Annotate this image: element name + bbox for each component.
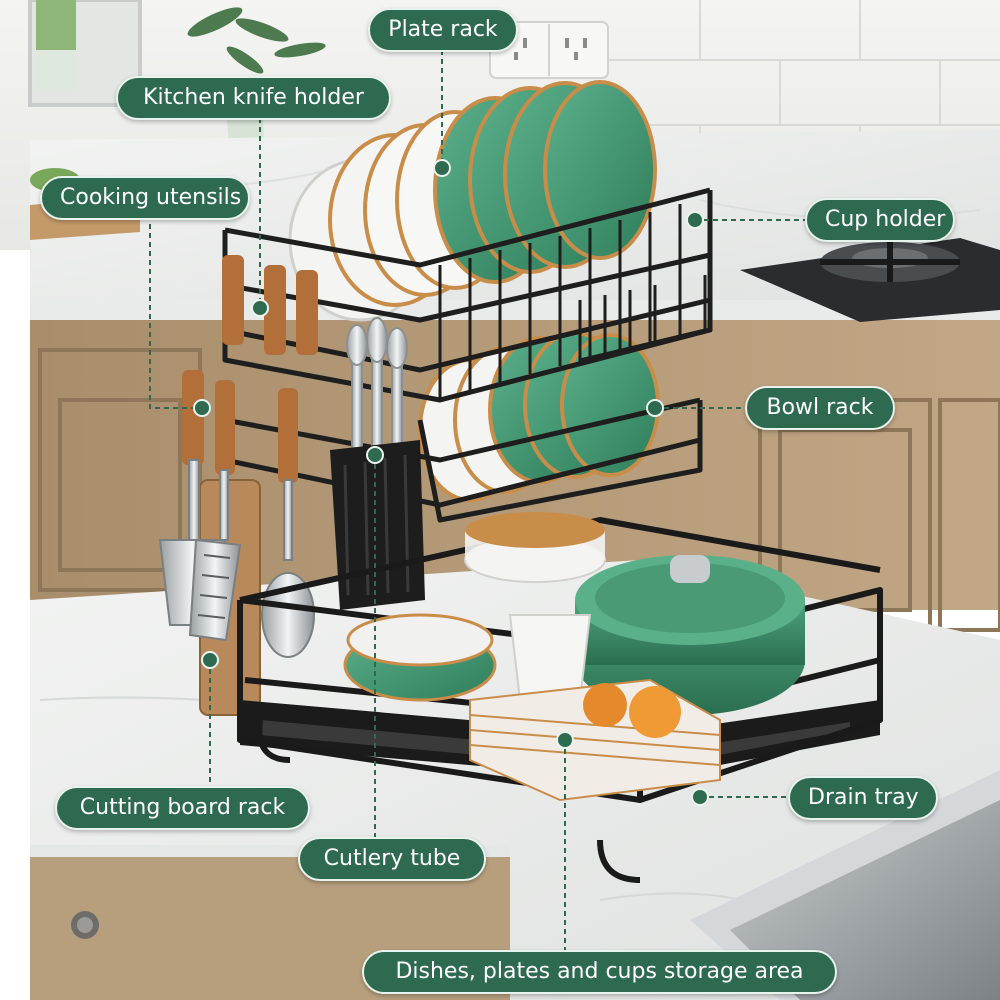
label-kitchen-knife-holder: Kitchen knife holder bbox=[116, 76, 391, 120]
label-cooking-utensils: Cooking utensils bbox=[40, 176, 250, 220]
utensil-hooks bbox=[158, 255, 318, 658]
label-cup-holder: Cup holder bbox=[805, 198, 955, 242]
stacked-plates bbox=[469, 678, 721, 802]
label-bowl-rack: Bowl rack bbox=[745, 386, 895, 430]
leader-lines bbox=[149, 50, 810, 950]
gas-stove bbox=[740, 238, 1000, 322]
leader-dots bbox=[193, 159, 709, 806]
label-cutting-board-rack: Cutting board rack bbox=[55, 786, 310, 830]
label-cutlery-tube: Cutlery tube bbox=[298, 837, 486, 881]
dish-rack bbox=[158, 80, 883, 883]
label-storage-area: Dishes, plates and cups storage area bbox=[362, 950, 837, 994]
green-pot bbox=[575, 555, 805, 715]
bowl-stack bbox=[418, 331, 660, 502]
label-drain-tray: Drain tray bbox=[788, 776, 938, 820]
label-plate-rack: Plate rack bbox=[368, 8, 518, 52]
